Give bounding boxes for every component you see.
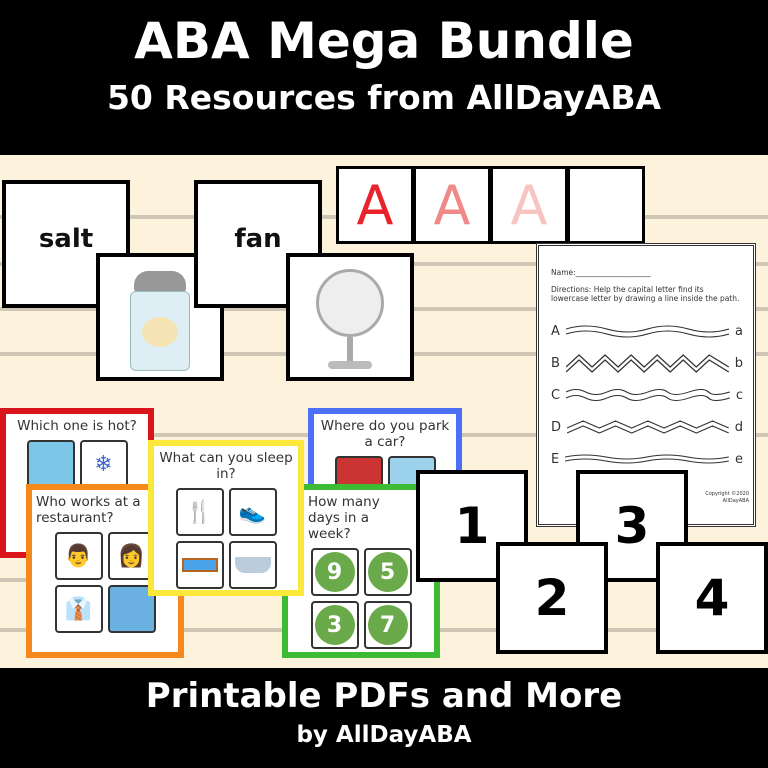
option-button[interactable]: 7 [363,601,412,649]
title: ABA Mega Bundle [134,12,634,70]
desert-icon [26,440,75,488]
capital-letter: A [551,323,560,339]
option-label: 3 [314,605,355,645]
copyright: Copyright ©2020 AllDayABA [705,491,749,504]
nurse-icon [107,585,156,633]
number-card: 4 [656,542,768,654]
option-label: 9 [314,552,355,592]
word-card-fan: fan [194,180,322,308]
doctor-icon: 👩 [107,532,156,580]
number-card: 2 [496,542,608,654]
salt-shaker-picture [96,253,224,381]
zigzag-path-icon [565,354,729,373]
option-button[interactable]: 9 [310,548,359,596]
wavy-path-icon [566,389,730,401]
option-button[interactable]: 5 [363,548,412,596]
footer-subtitle: by AllDayABA [296,722,472,748]
word-label: salt [38,224,94,254]
lowercase-letter: d [734,419,743,435]
name-field: Name:____________________ [551,268,651,277]
option-button[interactable]: 3 [310,601,359,649]
bed-icon [175,541,224,589]
option-label: 7 [367,605,408,645]
question-text: Where do you park a car? [320,418,450,450]
option-label: 5 [367,552,408,592]
wavy-path-icon [565,325,730,338]
lowercase-letter: a [735,323,743,339]
lowercase-letter: c [735,387,743,403]
banker-icon: 👔 [54,585,103,633]
letter-card-blank [567,166,645,244]
fork-icon: 🍴 [175,488,224,536]
subtitle: 50 Resources from AllDayABA [106,78,662,117]
zigzag-path-icon [567,420,729,434]
fan-base-icon [328,361,372,369]
question-text: Who works at a restaurant? [36,494,141,526]
shaker-cap-icon [134,271,186,291]
bathtub-icon [228,541,277,589]
fan-stand-icon [347,337,353,363]
header-banner: ABA Mega Bundle 50 Resources from AllDay… [0,0,768,155]
snowflake-icon: ❄ [79,440,128,488]
directions: Directions: Help the capital letter find… [551,285,740,303]
capital-letter: D [551,419,562,435]
letter-card: A [336,166,414,244]
wavy-path-icon [565,454,729,464]
question-text: What can you sleep in? [159,450,293,482]
capital-letter: C [551,387,561,403]
question-text: How many days in a week? [308,494,380,542]
letter-card: A [490,166,568,244]
footer-title: Printable PDFs and More [145,676,623,716]
capital-letter: B [551,355,560,371]
capital-letter: E [551,451,560,467]
fan-head-icon [316,269,384,337]
question-text: Which one is hot? [17,418,137,434]
shaker-label-icon [142,317,178,347]
word-label: fan [234,224,282,254]
letter-card: A [413,166,491,244]
chef-icon: 👨 [54,532,103,580]
lowercase-letter: b [734,355,743,371]
fan-picture [286,253,414,381]
footer-banner: Printable PDFs and More by AllDayABA [0,668,768,768]
lowercase-letter: e [735,451,743,467]
shoe-icon: 👟 [228,488,277,536]
question-card-days: How many days in a week? 9 5 3 7 [282,484,440,658]
question-card-sleep: What can you sleep in? 🍴👟 [148,440,304,596]
